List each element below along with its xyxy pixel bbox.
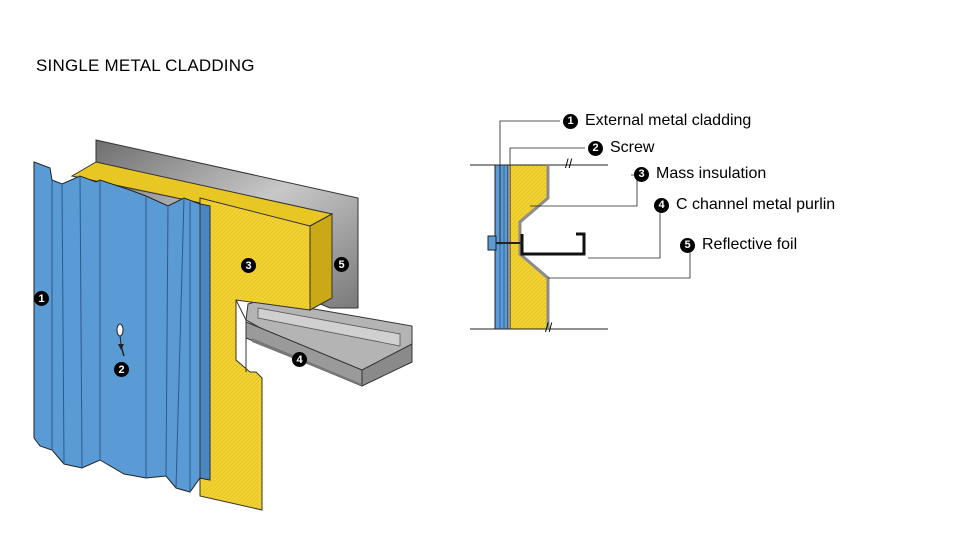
legend-text: C channel metal purlin — [676, 196, 836, 213]
marker-4: 4 — [292, 352, 307, 367]
legend-item-reflective-foil: 5 Reflective foil — [680, 236, 797, 254]
legend-item-screw: 2 Screw — [588, 139, 654, 157]
marker-1: 1 — [34, 291, 49, 306]
screw-icon — [116, 323, 125, 357]
legend-text: External metal cladding — [585, 112, 752, 129]
section-detail — [470, 120, 691, 330]
marker-5: 5 — [334, 257, 349, 272]
mass-insulation — [70, 161, 334, 511]
legend-text: Reflective foil — [702, 236, 798, 253]
marker-3: 3 — [241, 258, 256, 273]
break-mark-top: // — [565, 156, 573, 171]
legend-number: 3 — [634, 166, 649, 182]
legend-number: 4 — [654, 197, 669, 213]
diagram-title: SINGLE METAL CLADDING — [36, 56, 255, 75]
legend-item-external-cladding: 1 External metal cladding — [563, 112, 751, 130]
break-mark-bottom: // — [545, 320, 553, 335]
legend-number: 2 — [588, 140, 603, 156]
legend-item-c-channel: 4 C channel metal purlin — [654, 196, 835, 214]
legend-text: Screw — [610, 139, 655, 156]
legend-item-mass-insulation: 3 Mass insulation — [634, 165, 766, 183]
marker-2: 2 — [114, 362, 129, 377]
legend-number: 5 — [680, 237, 695, 253]
c-channel-purlin — [245, 299, 413, 387]
legend-text: Mass insulation — [656, 165, 767, 182]
legend-number: 1 — [563, 113, 578, 129]
